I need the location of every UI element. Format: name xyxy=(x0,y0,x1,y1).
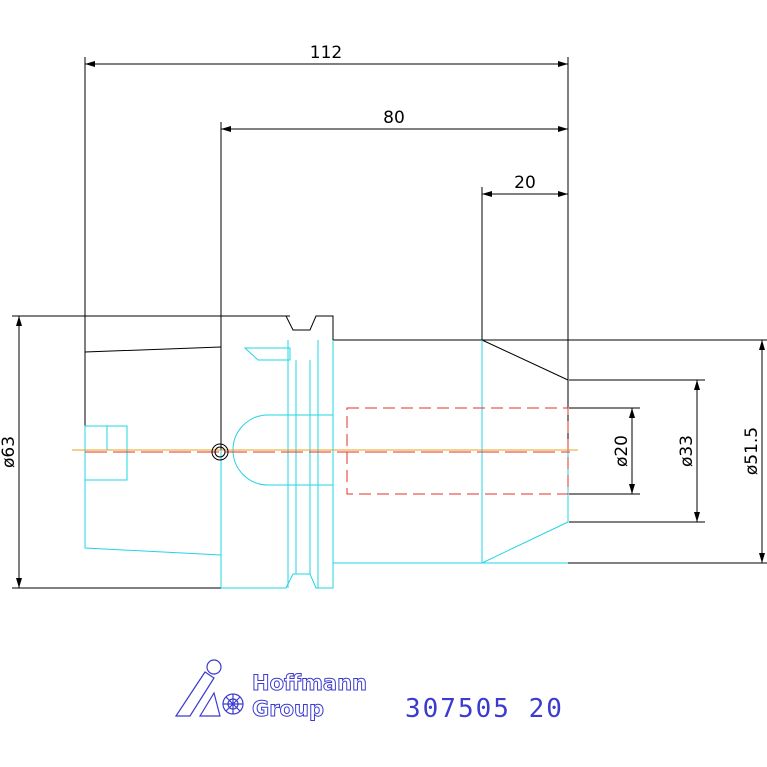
hoffmann-logo xyxy=(174,659,244,717)
logo-line2: Group xyxy=(252,697,324,721)
logo-runner-icon xyxy=(174,659,244,717)
dimension-lines xyxy=(12,57,767,589)
dim-dia-flange: ø63 xyxy=(0,436,19,468)
part-upper-outline xyxy=(84,315,569,450)
dim-length-shank: 80 xyxy=(383,108,405,128)
dim-length-bore: 20 xyxy=(514,173,536,193)
hidden-bore xyxy=(85,407,570,495)
dim-dia-nose: ø33 xyxy=(677,435,697,467)
dim-dia-body: ø51.5 xyxy=(742,427,762,475)
logo-line1: Hoffmann xyxy=(252,671,367,695)
dim-dia-bore: ø20 xyxy=(612,435,632,467)
dim-length-total: 112 xyxy=(310,43,342,63)
part-lower-outline xyxy=(84,340,569,589)
ball-detent xyxy=(211,443,229,461)
part-number: 307505 20 xyxy=(405,694,564,724)
